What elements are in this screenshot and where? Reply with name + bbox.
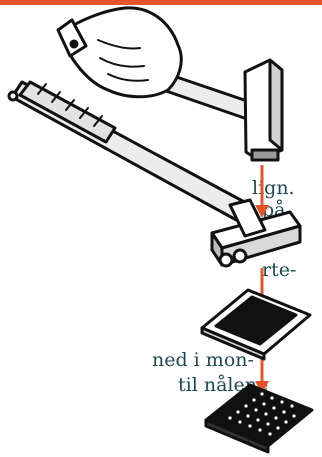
hand-icon — [56, 6, 183, 99]
caption-line-3: rte- — [262, 259, 297, 281]
frame-icon — [200, 288, 312, 361]
needle-pad-icon — [204, 383, 314, 454]
caption-line-4: ned i mon- — [152, 349, 254, 371]
mounting-tool-icon — [7, 80, 302, 268]
accent-bar — [0, 0, 322, 5]
